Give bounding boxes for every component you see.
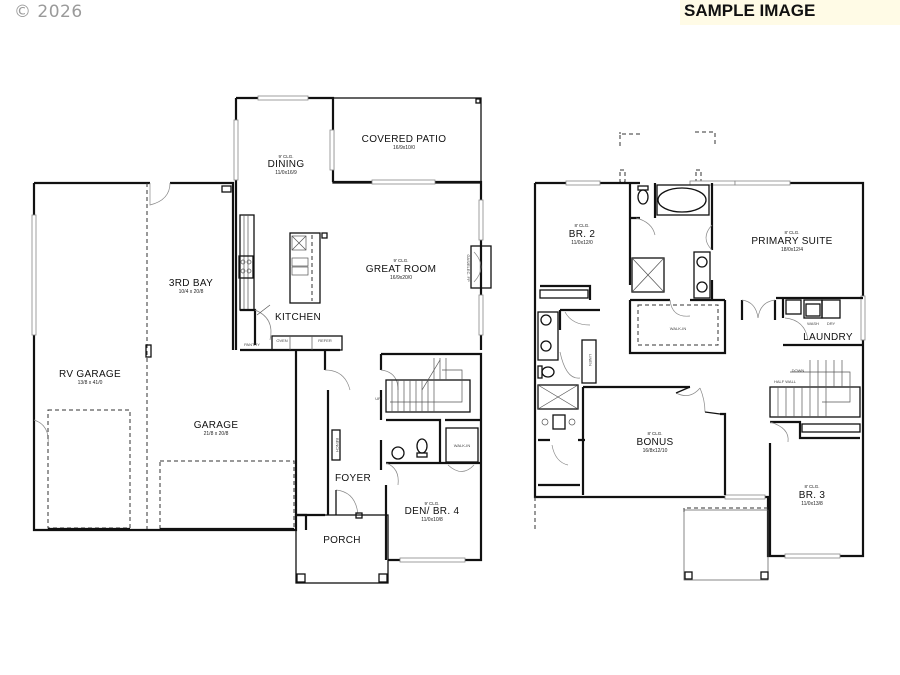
svg-text:8' CLG.: 8' CLG.: [574, 223, 589, 228]
svg-text:11/0x13/8: 11/0x13/8: [801, 501, 823, 507]
bathtub-icon: [656, 184, 710, 216]
staircase: UP: [375, 358, 471, 413]
svg-text:FOYER: FOYER: [335, 473, 371, 484]
walk-in-closet-label: WALK-IN: [670, 326, 687, 331]
svg-text:16/9x10/0: 16/9x10/0: [393, 145, 415, 151]
room-label-garage: GARAGE 21/8 x 20/8: [194, 420, 239, 437]
room-label-den-br4: 9' CLG. DEN/ BR. 4 11/0x10/8: [405, 501, 460, 523]
room-label-great-room: 9' CLG. GREAT ROOM 16/9x20/0: [366, 258, 436, 281]
svg-text:11/0x12/0: 11/0x12/0: [571, 240, 593, 246]
svg-text:8' CLG.: 8' CLG.: [784, 230, 799, 235]
svg-text:21/8 x 20/8: 21/8 x 20/8: [204, 431, 229, 437]
upper-floor-plan: WALK-IN LINEN: [533, 131, 866, 581]
oven-label: OVEN: [276, 338, 287, 343]
room-label-porch: PORCH: [323, 535, 361, 546]
room-label-laundry: LAUNDRY: [803, 332, 853, 343]
up-label: UP: [375, 396, 381, 401]
toilet-icon: [416, 438, 428, 458]
shower-icon-hall: [537, 384, 579, 410]
svg-text:KITCHEN: KITCHEN: [275, 312, 321, 323]
svg-text:GREAT ROOM: GREAT ROOM: [366, 264, 436, 275]
copyright-watermark: © 2026: [14, 2, 83, 22]
toilet-icon-hall: [537, 365, 555, 379]
upper-staircase: DOWN HALF WALL: [769, 360, 861, 418]
room-label-covered-patio: COVERED PATIO 16/9x10/0: [362, 134, 447, 151]
room-label-bonus: 8' CLG. BONUS 16/8x12/10: [636, 431, 673, 454]
svg-text:3RD BAY: 3RD BAY: [169, 278, 213, 289]
room-label-rv-garage: RV GARAGE 13/8 x 41/0: [59, 369, 121, 386]
down-label: DOWN: [792, 368, 805, 373]
svg-text:BR. 2: BR. 2: [569, 229, 596, 240]
svg-text:11/0x16/9: 11/0x16/9: [275, 170, 297, 176]
svg-text:16/9x20/0: 16/9x20/0: [390, 275, 412, 281]
svg-text:LAUNDRY: LAUNDRY: [803, 332, 853, 343]
svg-text:DINING: DINING: [268, 159, 305, 170]
wash-label: WASH: [807, 321, 819, 326]
svg-text:BONUS: BONUS: [636, 437, 673, 448]
half-wall-label: HALF WALL: [774, 379, 797, 384]
room-label-primary-suite: 8' CLG. PRIMARY SUITE 18/0x12/4: [751, 230, 832, 253]
range-icon: [238, 255, 254, 279]
svg-text:9' CLG.: 9' CLG.: [278, 154, 293, 159]
svg-text:10/4 x 20/8: 10/4 x 20/8: [179, 289, 204, 295]
main-floor-plan: GAS/ELEC. FP PANTRY OVEN REFER: [31, 95, 492, 584]
svg-text:9' CLG.: 9' CLG.: [393, 258, 408, 263]
linen-label: LINEN: [588, 354, 593, 366]
svg-text:16/8x12/10: 16/8x12/10: [643, 448, 668, 454]
svg-text:RV GARAGE: RV GARAGE: [59, 369, 121, 380]
svg-text:GARAGE: GARAGE: [194, 420, 239, 431]
room-label-br3: 8' CLG. BR. 3 11/0x13/8: [799, 484, 826, 507]
svg-text:PRIMARY SUITE: PRIMARY SUITE: [751, 236, 832, 247]
svg-text:8' CLG.: 8' CLG.: [804, 484, 819, 489]
room-label-kitchen: KITCHEN: [275, 312, 321, 323]
shower-icon: [631, 257, 665, 293]
room-label-dining: 9' CLG. DINING 11/0x16/9: [268, 154, 305, 176]
walk-in-label: WALK-IN: [454, 443, 471, 448]
svg-text:11/0x10/8: 11/0x10/8: [421, 517, 443, 523]
toilet-icon-upper: [637, 185, 649, 205]
refer-label: REFER: [318, 338, 332, 343]
svg-text:PORCH: PORCH: [323, 535, 361, 546]
svg-text:9' CLG.: 9' CLG.: [424, 501, 439, 506]
room-label-foyer: FOYER: [335, 473, 371, 484]
svg-text:DEN/ BR. 4: DEN/ BR. 4: [405, 506, 460, 517]
sample-image-badge: SAMPLE IMAGE: [680, 0, 900, 25]
svg-text:8' CLG.: 8' CLG.: [647, 431, 662, 436]
fireplace-icon: GAS/ELEC. FP: [466, 245, 492, 289]
kitchen-island: [289, 232, 328, 304]
bench-label: BENCH: [335, 438, 340, 452]
svg-text:COVERED PATIO: COVERED PATIO: [362, 134, 447, 145]
svg-text:GAS/ELEC. FP: GAS/ELEC. FP: [466, 254, 471, 282]
svg-text:13/8 x 41/0: 13/8 x 41/0: [78, 380, 103, 386]
svg-text:BR. 3: BR. 3: [799, 490, 826, 501]
dry-label: DRY: [827, 321, 836, 326]
room-label-br2: 8' CLG. BR. 2 11/0x12/0: [569, 223, 596, 246]
room-label-3rd-bay: 3RD BAY 10/4 x 20/8: [169, 278, 213, 295]
laundry-room: WASH DRY: [781, 298, 863, 347]
pantry-label: PANTRY: [244, 342, 260, 347]
svg-text:18/0x12/4: 18/0x12/4: [781, 247, 803, 253]
sample-image-label: SAMPLE IMAGE: [684, 1, 816, 20]
